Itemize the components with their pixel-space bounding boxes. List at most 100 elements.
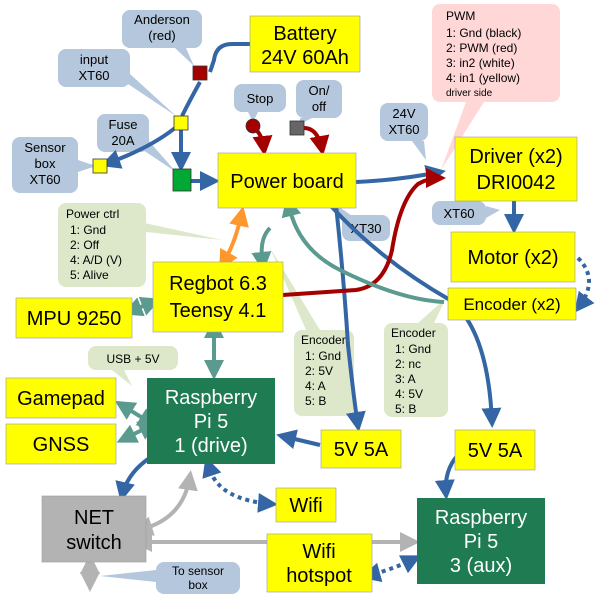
callout-anderson-line1: Anderson [134, 12, 190, 27]
callout-24v-xt60: 24V XT60 [380, 103, 428, 160]
callout-24v-xt60-line2: XT60 [388, 122, 419, 137]
input-xt60-connector [173, 115, 189, 131]
gamepad-block: Gamepad [5, 377, 117, 419]
callout-encoder-a-line1: 1: Gnd [305, 349, 341, 363]
motor-label: Motor (x2) [467, 247, 558, 269]
callout-input-xt60-line1: input [80, 52, 109, 67]
callout-power-ctrl-line3: 4: A/D (V) [70, 253, 122, 267]
callout-encoder-b-line1: 1: Gnd [395, 342, 431, 356]
callout-fuse-line2: 20A [111, 133, 134, 148]
net-switch-block: NET switch [41, 495, 147, 563]
callout-power-ctrl-line4: 5: Alive [70, 268, 109, 282]
wire-powerboard-encoder-teal [281, 196, 445, 304]
encoder-block: Encoder (x2) [447, 287, 577, 321]
fuse-connector [172, 168, 192, 192]
wire-regbot-powerboard-teal [251, 226, 272, 272]
mpu-block: MPU 9250 [15, 297, 133, 339]
callout-encoder-b: Encoder 1: Gnd 2: nc 3: A 4: 5V 5: B [384, 298, 448, 417]
callout-pwm-line1: 1: Gnd (black) [446, 26, 521, 40]
power-board-block: Power board [217, 152, 357, 209]
callout-encoder-b-title: Encoder [391, 326, 436, 340]
callout-encoder-b-line4: 4: 5V [395, 387, 423, 401]
callout-usb: USB + 5V [88, 346, 178, 386]
rpi-drive-label-line2: Pi 5 [194, 411, 228, 433]
gnss-block: GNSS [5, 423, 117, 465]
wifi-label: Wifi [289, 495, 322, 517]
callout-onoff: On/ off [296, 80, 342, 124]
wifi-block: Wifi [275, 487, 337, 523]
callout-encoder-a-line4: 5: B [305, 394, 326, 408]
regbot-block: Regbot 6.3 Teensy 4.1 [152, 261, 284, 333]
callout-fuse: Fuse 20A [97, 114, 176, 172]
callout-input-xt60-line2: XT60 [78, 68, 109, 83]
callout-pwm-note: driver side [446, 88, 493, 99]
wire-battery-anderson [208, 42, 250, 73]
wire-rpi-drive-gamepad [114, 400, 158, 428]
callout-sensor-box-line3: XT60 [29, 172, 60, 187]
callout-stop: Stop [234, 84, 286, 122]
callout-pwm: PWM 1: Gnd (black) 2: PWM (red) 3: in2 (… [432, 4, 560, 170]
callout-pwm-title: PWM [446, 9, 475, 23]
driver-block: Driver (x2) DRI0042 [454, 136, 578, 202]
wire-powerboard-psu-drive [334, 204, 366, 432]
anderson-connector [192, 65, 208, 81]
rpi-drive-block: Raspberry Pi 5 1 (drive) [147, 378, 275, 464]
regbot-label-line2: Teensy 4.1 [170, 300, 267, 322]
callout-onoff-line1: On/ [309, 83, 330, 98]
battery-label-line1: Battery [273, 23, 336, 45]
wire-regbot-powerboard-ctrl [219, 206, 249, 271]
psu-aux-block: 5V 5A [454, 429, 536, 471]
encoder-label: Encoder (x2) [463, 295, 560, 314]
wire-rpi-drive-gnss [116, 421, 159, 443]
callout-input-xt60: input XT60 [58, 49, 176, 116]
callout-power-ctrl: Power ctrl 1: Gnd 2: Off 4: A/D (V) 5: A… [58, 203, 222, 287]
motor-block: Motor (x2) [450, 231, 576, 283]
net-switch-label-line2: switch [66, 532, 122, 554]
onoff-switch [289, 120, 305, 136]
wire-inputxt60-sensorbox [100, 126, 177, 169]
wire-motor-encoder-dotted [574, 256, 595, 313]
gnss-label: GNSS [33, 434, 90, 456]
battery-block: Battery 24V 60Ah [249, 15, 361, 73]
callout-fuse-line1: Fuse [109, 117, 138, 132]
rpi-aux-label-line3: 3 (aux) [450, 555, 512, 577]
rpi-drive-label-line1: Raspberry [165, 387, 257, 409]
callout-stop-text: Stop [247, 91, 274, 106]
regbot-label-line1: Regbot 6.3 [169, 273, 267, 295]
wire-netswitch-rpi-drive-eth [132, 470, 198, 536]
wifi-hotspot-label-line1: Wifi [302, 541, 335, 563]
wire-psu-drive-rpi-drive [276, 429, 321, 449]
rpi-aux-block: Raspberry Pi 5 3 (aux) [417, 498, 545, 584]
power-board-label: Power board [230, 171, 343, 193]
callout-encoder-a-title: Encoder [301, 333, 346, 347]
gamepad-label: Gamepad [17, 388, 105, 410]
callout-power-ctrl-title: Power ctrl [66, 207, 119, 221]
rpi-drive-label-line3: 1 (drive) [174, 435, 247, 457]
callout-xt60-motor-text: XT60 [443, 206, 474, 221]
wire-rpi-drive-wifi-dotted [202, 456, 278, 513]
wifi-hotspot-label-line2: hotspot [286, 565, 352, 587]
driver-label-line1: Driver (x2) [469, 146, 562, 168]
psu-drive-label: 5V 5A [334, 439, 389, 461]
psu-aux-label: 5V 5A [468, 440, 523, 462]
wire-regbot-driver-pwm [267, 168, 446, 298]
callout-sensor-box: Sensor box XT60 [12, 137, 96, 193]
callout-sensor-box-line1: Sensor [24, 140, 66, 155]
callout-sensor-box-line2: box [35, 156, 56, 171]
callout-encoder-b-line5: 5: B [395, 402, 416, 416]
callout-anderson: Anderson (red) [122, 10, 202, 66]
callout-encoder-a-line2: 2: 5V [305, 364, 333, 378]
battery-label-line2: 24V 60Ah [261, 47, 349, 69]
wire-anderson-inputxt60 [180, 81, 202, 117]
callout-encoder-b-line3: 3: A [395, 372, 416, 386]
wifi-hotspot-block: Wifi hotspot [266, 533, 373, 593]
callout-power-ctrl-line2: 2: Off [70, 238, 100, 252]
mpu-label: MPU 9250 [27, 308, 122, 330]
callout-anderson-line2: (red) [148, 28, 175, 43]
sensor-box-xt60-connector [92, 158, 108, 174]
callout-pwm-line2: 2: PWM (red) [446, 41, 517, 55]
callout-pwm-line4: 4: in1 (yellow) [446, 71, 520, 85]
rpi-aux-label-line2: Pi 5 [464, 531, 498, 553]
rpi-aux-label-line1: Raspberry [435, 507, 527, 529]
